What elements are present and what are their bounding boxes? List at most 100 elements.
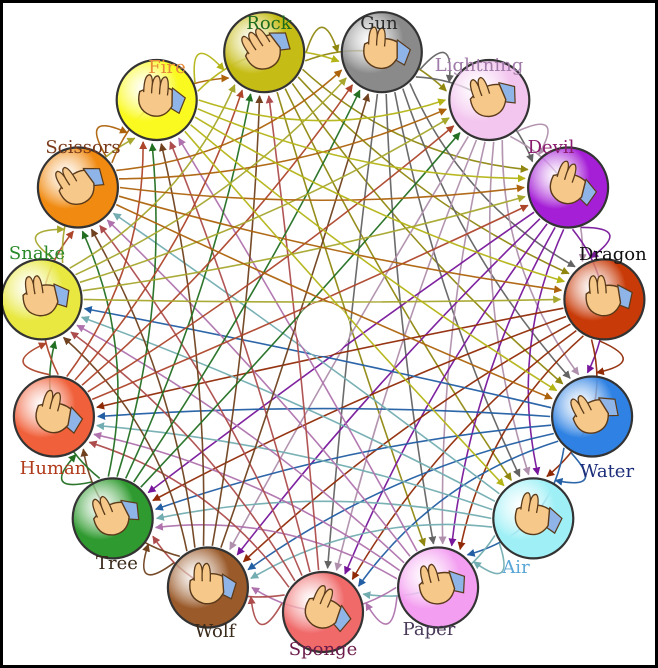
- node-layer: [3, 11, 646, 654]
- gesture-wheel-diagram: Rock GunLightningDevilDragonWaterAirPaper…: [3, 11, 647, 660]
- node-paper: [397, 546, 480, 629]
- edge-water-beats-sponge: [357, 440, 559, 587]
- edge-gun-beats-dragon: [409, 83, 576, 268]
- edge-wolf-beats-fire: [159, 143, 205, 546]
- node-water: [550, 375, 634, 458]
- edge-tree-beats-fire: [116, 143, 157, 477]
- label-wolf: Wolf: [195, 621, 237, 642]
- edge-human-beats-snake: [22, 342, 50, 376]
- label-rock: Rock: [246, 13, 292, 34]
- node-fire: [115, 58, 198, 142]
- node-devil: [526, 146, 610, 229]
- label-dragon: Dragon: [579, 244, 647, 265]
- edge-dragon-beats-wolf: [242, 323, 571, 563]
- edge-dragon-beats-water: [595, 340, 624, 376]
- label-fire: Fire: [148, 57, 186, 78]
- edge-water-beats-air: [554, 452, 587, 486]
- squeeze-icon: [304, 585, 352, 633]
- label-paper: Paper: [403, 619, 456, 640]
- edge-scissors-beats-fire: [95, 125, 128, 157]
- edge-gun-beats-water: [402, 88, 571, 379]
- pinch-icon: [469, 76, 516, 118]
- edge-rock-beats-dragon: [297, 76, 570, 275]
- node-scissors: [36, 146, 120, 229]
- edge-snake-beats-devil: [82, 194, 526, 292]
- label-lightning: Lightning: [435, 55, 524, 76]
- node-rock: [223, 11, 306, 94]
- edge-water-beats-wolf: [247, 432, 554, 571]
- edge-snake-beats-gun: [75, 77, 347, 276]
- snake-head-icon: [22, 275, 70, 317]
- edge-wolf-beats-tree: [142, 543, 175, 576]
- edge-snake-beats-lightning: [79, 117, 450, 284]
- edge-scissors-beats-lightning: [118, 108, 448, 180]
- label-air: Air: [501, 557, 530, 578]
- edge-rock-beats-water: [291, 82, 564, 385]
- flat-hand-icon: [418, 563, 466, 605]
- edge-devil-beats-dragon: [581, 226, 611, 259]
- edge-air-beats-human: [96, 422, 493, 511]
- edge-paper-beats-human: [93, 431, 401, 572]
- edge-air-beats-snake: [80, 316, 496, 503]
- label-gun: Gun: [360, 13, 398, 34]
- node-tree: [71, 477, 154, 560]
- ok-sign-icon: [514, 492, 563, 536]
- edge-lightning-beats-paper: [438, 141, 486, 545]
- edge-air-beats-wolf: [250, 523, 493, 580]
- edge-paper-beats-snake: [76, 324, 405, 564]
- edge-air-beats-tree: [155, 500, 492, 521]
- edge-devil-beats-paper: [448, 227, 556, 547]
- edge-devil-beats-air: [527, 228, 565, 476]
- edge-fire-beats-rock: [193, 52, 225, 84]
- fist-icon: [241, 27, 291, 70]
- node-lightning: [448, 58, 531, 142]
- label-snake: Snake: [9, 243, 65, 264]
- edge-paper-beats-scissors: [106, 219, 411, 557]
- edge-snake-beats-scissors: [34, 225, 66, 261]
- edge-wolf-beats-rock: [211, 95, 264, 546]
- edge-air-beats-paper: [473, 542, 505, 575]
- edge-human-beats-rock: [74, 89, 244, 381]
- edge-wolf-beats-scissors: [90, 228, 196, 548]
- edge-gun-beats-lightning: [419, 51, 454, 83]
- label-water: Water: [580, 461, 635, 482]
- edge-sponge-beats-human: [88, 440, 290, 588]
- edge-snake-beats-rock: [69, 84, 236, 269]
- edge-fire-beats-water: [190, 124, 558, 392]
- node-wolf: [166, 546, 249, 629]
- wolf-shadow-icon: [189, 562, 237, 605]
- edge-tree-beats-human: [60, 454, 92, 486]
- edge-sponge-beats-scissors: [99, 224, 303, 576]
- edge-dragon-beats-sponge: [351, 329, 577, 580]
- edge-lightning-beats-devil: [517, 123, 549, 156]
- edge-paper-beats-sponge: [365, 596, 398, 625]
- horns-icon: [549, 160, 598, 207]
- edge-gun-beats-paper: [385, 93, 437, 545]
- three-fingers-icon: [138, 74, 186, 117]
- label-devil: Devil: [528, 137, 575, 158]
- edge-devil-beats-sponge: [344, 223, 548, 575]
- cupped-hand-icon: [570, 394, 619, 434]
- edge-lightning-beats-air: [488, 141, 531, 476]
- edge-scissors-beats-dragon: [118, 195, 563, 294]
- edge-fire-beats-lightning: [198, 98, 447, 122]
- edge-wolf-beats-snake: [63, 336, 188, 552]
- edge-water-beats-tree: [154, 424, 552, 511]
- node-snake: [3, 258, 83, 341]
- edge-dragon-beats-tree: [152, 315, 567, 502]
- edge-rock-beats-air: [284, 88, 512, 481]
- node-air: [492, 477, 575, 560]
- edge-scissors-beats-devil: [119, 184, 525, 202]
- label-scissors: Scissors: [45, 137, 120, 158]
- node-human: [12, 375, 96, 458]
- label-human: Human: [20, 458, 87, 479]
- node-gun: [340, 11, 423, 94]
- edge-gun-beats-air: [394, 91, 521, 478]
- dragon-claw-icon: [585, 274, 633, 317]
- edge-human-beats-gun: [81, 84, 354, 386]
- node-sponge: [281, 570, 365, 654]
- edge-devil-beats-wolf: [236, 218, 541, 556]
- edge-sponge-beats-fire: [169, 141, 311, 573]
- edge-sponge-beats-wolf: [247, 595, 283, 626]
